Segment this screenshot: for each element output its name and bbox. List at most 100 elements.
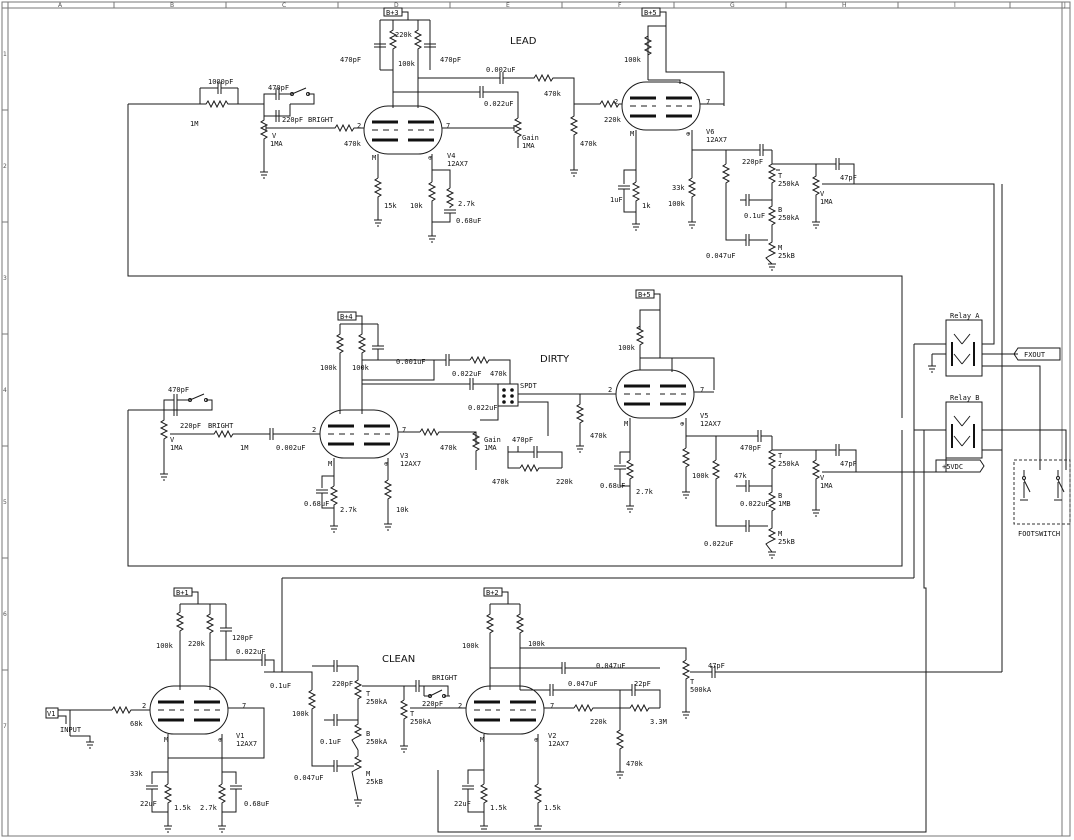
resistor	[596, 99, 622, 109]
label-clean-c-out: 47pF	[708, 662, 725, 670]
capacitor	[614, 465, 630, 487]
label-dirty-bright: BRIGHT	[208, 422, 234, 430]
label-dirty-c-cpl2: 0.022uF	[468, 404, 498, 412]
label-dirty-c-gain: 470pF	[512, 436, 533, 444]
label-dirty-m: M	[778, 530, 782, 538]
capacitor	[618, 185, 636, 213]
label-clean-r-k: 33k	[130, 770, 143, 778]
label-lead-bright: BRIGHT	[308, 116, 334, 124]
resistor	[533, 783, 543, 826]
capacitor	[835, 158, 855, 184]
label-lead-t-val: 250kA	[778, 180, 800, 188]
capacitor	[561, 662, 660, 674]
label-clean-m: M	[366, 770, 370, 778]
svg-text:M: M	[624, 420, 628, 428]
fxout-tag[interactable]: FXOUT	[1013, 347, 1061, 361]
label-lead-b-val: 250kA	[778, 214, 800, 222]
capacitor	[759, 144, 772, 156]
label-tube-v5: V5	[700, 412, 708, 420]
svg-text:B+4: B+4	[340, 313, 353, 321]
resistor	[620, 703, 660, 713]
label-lead-c-mid: 0.047uF	[706, 252, 736, 260]
label-lead-c-out: 47pF	[840, 174, 857, 182]
resistor	[445, 187, 455, 208]
label-lead-gain: Gain	[522, 134, 539, 142]
resistor	[687, 177, 697, 222]
label-lead-r-in: 1M	[190, 120, 198, 128]
label-dirty-r-k1: 2.7k	[340, 506, 358, 514]
resistor	[530, 73, 575, 100]
label-clean-r-v2-d: 470k	[626, 760, 644, 768]
resistor	[217, 783, 227, 826]
label-dirty-r-cpl: 470k	[490, 370, 508, 378]
row-label-7: 7	[3, 723, 7, 730]
capacitor	[210, 604, 232, 661]
section-title-dirty: DIRTY	[540, 354, 570, 365]
label-tube-v2: V2	[548, 732, 556, 740]
label-lead-c-plate-b: 470pF	[440, 56, 461, 64]
gain-pot-lead	[442, 117, 523, 148]
label-lead-r-k3: 2.7k	[458, 200, 476, 208]
treble-pot-lead	[767, 150, 780, 200]
lead-channel: B+3 B+5 220k 470pF 100k 470pF V4 12AX7 M…	[127, 7, 995, 418]
supply-tag-b2: B+2	[483, 587, 509, 604]
label-lead-c-bass: 0.1uF	[744, 212, 765, 220]
label-lead-t: T	[778, 172, 783, 180]
label-relay-b: Relay B	[950, 394, 980, 402]
clean-channel: B+1 B+2 V1 INPUT 68k 100k 220k 120pF 0.0…	[45, 587, 1002, 833]
bright-switch-lead	[263, 87, 315, 122]
label-clean-c-c3: 22pF	[634, 680, 651, 688]
svg-text:B+3: B+3	[386, 9, 399, 17]
label-tube-v1: V1	[236, 732, 244, 740]
supply-tag-b4: B+4	[337, 311, 363, 324]
label-clean-r-p1: 100k	[156, 642, 174, 650]
resistor	[383, 479, 393, 524]
resistor	[519, 463, 562, 473]
svg-text:B+5: B+5	[638, 291, 651, 299]
svg-text:M: M	[480, 736, 484, 744]
capacitor	[469, 378, 498, 390]
label-dirty-vol-val: 1MA	[170, 444, 183, 452]
row-label-1: 1	[3, 51, 7, 58]
svg-text:B+1: B+1	[176, 589, 189, 597]
svg-text:FXOUT: FXOUT	[1024, 351, 1046, 359]
label-clean-r-v2-p2: 100k	[528, 640, 546, 648]
label-dirty-r-a: 470k	[492, 478, 510, 486]
svg-text:2: 2	[608, 386, 612, 394]
capacitor	[462, 785, 484, 813]
label-dirty-vol-v: V	[170, 436, 175, 444]
label-dirty-c-out: 47pF	[840, 460, 857, 468]
section-title-lead: LEAD	[510, 36, 537, 47]
label-tube-v3-type: 12AX7	[400, 460, 421, 468]
section-title-clean: CLEAN	[382, 654, 415, 665]
capacitor	[424, 40, 436, 70]
bright-switch-dirty	[163, 393, 213, 416]
label-lead-c-bright: 1000pF	[208, 78, 233, 86]
label-lead-m-val: 25kB	[778, 252, 795, 260]
resistor	[330, 123, 364, 133]
label-lead-r-plate-a: 220k	[395, 31, 413, 39]
svg-text:2: 2	[614, 98, 618, 106]
tube-v6	[621, 81, 701, 131]
footswitch[interactable]	[1013, 459, 1071, 525]
resistor	[388, 20, 398, 70]
label-clean-b-val: 250kA	[366, 738, 388, 746]
svg-text:⊕: ⊕	[534, 736, 539, 744]
resistor	[335, 324, 345, 380]
volume-pot-lead	[259, 116, 272, 179]
label-clean-m-val: 25kB	[366, 778, 383, 786]
label-clean-r-tone: 100k	[292, 710, 310, 718]
row-label-6: 6	[3, 611, 7, 618]
resistor	[515, 604, 525, 690]
label-clean-c-v2-k: 22uF	[454, 800, 471, 808]
capacitor	[432, 209, 456, 223]
label-lead-c-v6-k: 1uF	[610, 196, 623, 204]
capacitor	[374, 40, 386, 70]
label-lead-r-mix: 470k	[544, 90, 562, 98]
bass-pot-lead	[767, 200, 777, 236]
resistor	[711, 459, 736, 527]
capacitor	[620, 684, 661, 708]
label-clean-c-bright: 220pF	[422, 700, 443, 708]
label-tube-v5-type: 12AX7	[700, 420, 721, 428]
col-label-g: G	[730, 2, 735, 9]
